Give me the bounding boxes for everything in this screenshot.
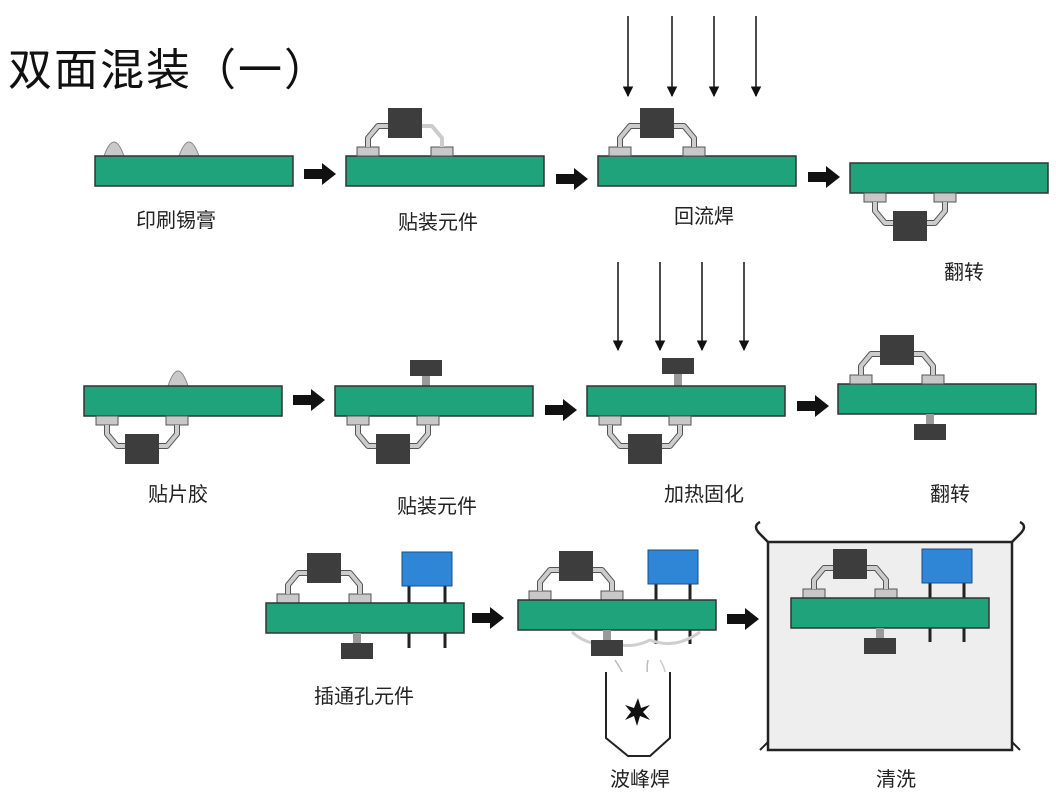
pad bbox=[921, 374, 945, 385]
board-place-2 bbox=[334, 360, 534, 464]
pad bbox=[682, 146, 706, 157]
pad bbox=[874, 588, 898, 599]
flow-arrow bbox=[304, 163, 336, 185]
label-flip-1: 翻转 bbox=[944, 260, 984, 284]
flow-arrow bbox=[556, 168, 588, 190]
label-cure: 加热固化 bbox=[664, 482, 744, 506]
cleaning-tank bbox=[754, 520, 1026, 752]
heat-arrows bbox=[622, 16, 762, 98]
flow-arrow bbox=[293, 389, 325, 411]
label-reflow: 回流焊 bbox=[674, 204, 734, 228]
through-hole-part bbox=[401, 551, 453, 587]
smd-chip bbox=[125, 434, 159, 464]
smd-chip-bottom bbox=[591, 640, 623, 656]
board-place-1 bbox=[345, 108, 545, 187]
smd-chip bbox=[376, 434, 410, 464]
smd-chip bbox=[307, 553, 341, 583]
label-through-hole: 插通孔元件 bbox=[314, 684, 414, 708]
smd-chip-bottom bbox=[341, 643, 373, 659]
lead bbox=[422, 124, 444, 147]
glue-blob bbox=[167, 370, 189, 387]
board-print-paste bbox=[94, 141, 294, 187]
board-through-hole bbox=[265, 551, 465, 659]
flow-arrow bbox=[808, 166, 840, 188]
pad bbox=[933, 192, 957, 203]
pad bbox=[348, 593, 372, 604]
pad bbox=[416, 415, 440, 426]
paste-blob bbox=[103, 141, 125, 157]
pad bbox=[598, 415, 622, 426]
smd-chip bbox=[833, 549, 867, 579]
smd-chip bbox=[388, 108, 422, 138]
sparkle-icon bbox=[625, 698, 650, 726]
pad bbox=[528, 590, 552, 601]
board-flip-1 bbox=[849, 162, 1049, 241]
smd-chip bbox=[893, 211, 927, 241]
pad bbox=[849, 374, 873, 385]
board-glue bbox=[83, 370, 283, 464]
pad bbox=[95, 415, 119, 426]
label-clean: 清洗 bbox=[876, 767, 916, 791]
pad bbox=[346, 415, 370, 426]
smd-chip-top bbox=[410, 360, 442, 376]
board-wave bbox=[517, 549, 717, 691]
through-hole-part bbox=[921, 548, 973, 584]
paste-blob bbox=[178, 141, 200, 157]
pad bbox=[165, 415, 189, 426]
label-print-paste: 印刷锡膏 bbox=[136, 208, 216, 232]
board-clean bbox=[790, 548, 990, 654]
solder-wave bbox=[571, 630, 701, 647]
flow-arrow bbox=[472, 607, 504, 629]
pad bbox=[608, 146, 632, 157]
smd-chip-top bbox=[662, 358, 694, 374]
label-wave: 波峰焊 bbox=[610, 767, 670, 791]
label-flip-2: 翻转 bbox=[930, 482, 970, 506]
flow-arrow bbox=[797, 395, 829, 417]
board-cure bbox=[586, 358, 786, 464]
pad bbox=[863, 192, 887, 203]
label-place-1: 贴装元件 bbox=[398, 210, 478, 234]
smd-chip bbox=[880, 335, 914, 365]
flow-arrow bbox=[545, 399, 577, 421]
board-reflow bbox=[597, 108, 797, 187]
flow-arrow bbox=[727, 608, 759, 630]
wave-solder-pot bbox=[605, 672, 671, 757]
pad bbox=[430, 146, 454, 157]
pad bbox=[600, 590, 624, 601]
pad bbox=[802, 588, 826, 599]
board-flip-2 bbox=[837, 335, 1037, 440]
heat-arrows bbox=[612, 262, 750, 352]
smd-chip bbox=[628, 434, 662, 464]
smd-chip-bottom bbox=[914, 424, 946, 440]
smd-chip bbox=[559, 551, 593, 581]
label-glue: 贴片胶 bbox=[148, 482, 208, 506]
through-hole-part bbox=[647, 549, 699, 585]
label-place-2: 贴装元件 bbox=[397, 494, 477, 518]
page-title: 双面混装（一） bbox=[8, 45, 330, 96]
pad bbox=[668, 415, 692, 426]
pad bbox=[276, 593, 300, 604]
pad bbox=[356, 146, 380, 157]
smd-chip-bottom bbox=[864, 638, 896, 654]
smd-chip bbox=[640, 108, 674, 138]
